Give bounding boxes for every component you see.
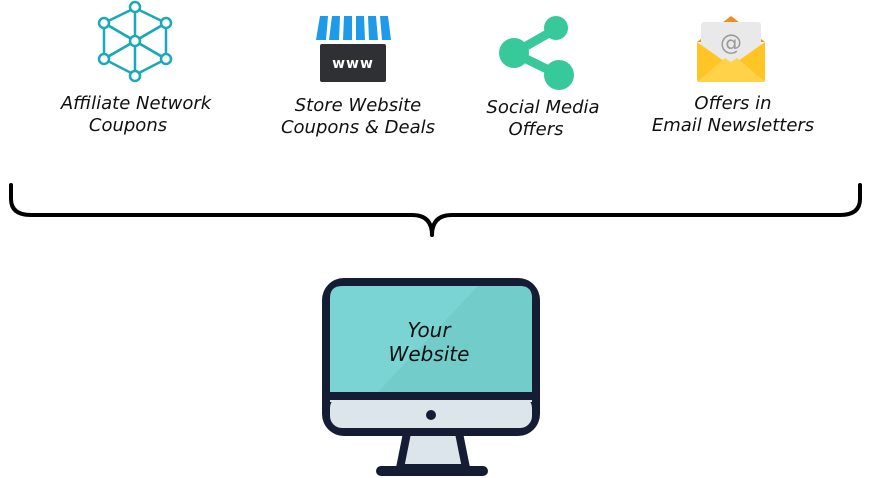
social-media-line1: Social Media xyxy=(486,97,600,118)
affiliate-network-line1: Affiliate Network xyxy=(60,93,212,114)
desktop-monitor-icon xyxy=(322,278,540,476)
your-website-line1: Your xyxy=(407,318,451,342)
store-website-label: Store Website Coupons & Deals xyxy=(263,95,453,139)
your-website-line2: Website xyxy=(388,342,470,366)
store-website-line2: Coupons & Deals xyxy=(280,117,436,138)
affiliate-network-line2: Coupons xyxy=(88,115,168,136)
email-newsletters-label: Offers in Email Newsletters xyxy=(633,93,833,137)
your-website-label: Your Website xyxy=(330,318,528,366)
share-icon xyxy=(499,16,574,90)
store-website-line1: Store Website xyxy=(294,95,422,116)
email-newsletters-line1: Offers in xyxy=(694,93,772,114)
curly-brace xyxy=(9,183,862,237)
social-media-label: Social Media Offers xyxy=(468,97,618,141)
affiliate-network-label: Affiliate Network Coupons xyxy=(46,93,226,137)
email-envelope-icon: @ xyxy=(697,16,765,82)
www-store-icon: www xyxy=(316,16,391,82)
email-newsletters-line2: Email Newsletters xyxy=(651,115,815,136)
social-media-line2: Offers xyxy=(508,119,564,140)
svg-text:@: @ xyxy=(720,31,742,56)
svg-text:www: www xyxy=(332,56,374,72)
network-icon xyxy=(97,0,173,83)
